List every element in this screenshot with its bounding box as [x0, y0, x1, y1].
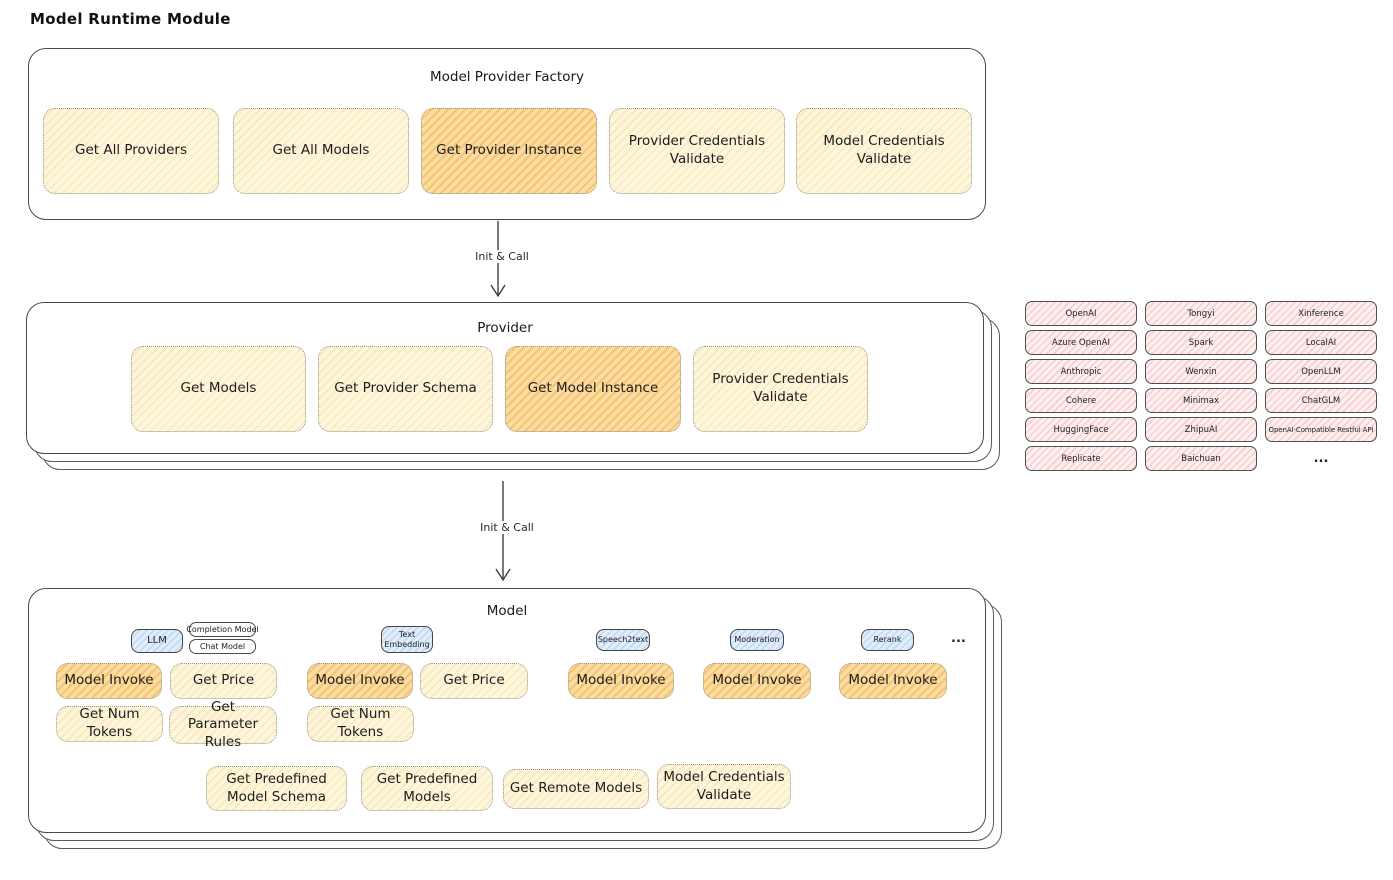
provider-pill-openai-compatible-restful-api: OpenAI-Compatible Restful API [1265, 417, 1377, 442]
llm-model-invoke-button: Model Invoke [56, 663, 162, 699]
provider-pill-cohere: Cohere [1025, 388, 1137, 413]
provider-list-ellipsis: ... [1313, 451, 1329, 466]
tab-moderation: Moderation [730, 629, 784, 651]
provider-pill-azure-openai: Azure OpenAI [1025, 330, 1137, 355]
provider-list: OpenAI Tongyi Xinference Azure OpenAI Sp… [1025, 301, 1377, 471]
provider-pill-minimax: Minimax [1145, 388, 1257, 413]
model-provider-factory-title: Model Provider Factory [429, 69, 584, 85]
get-models-button: Get Models [131, 346, 306, 432]
provider-box-title: Provider [477, 320, 533, 336]
provider-credentials-validate-button-2: Provider Credentials Validate [693, 346, 868, 432]
text-embedding-get-num-tokens-button: Get Num Tokens [307, 706, 414, 742]
provider-pill-openai: OpenAI [1025, 301, 1137, 326]
model-provider-factory-box: Model Provider Factory Get All Providers… [28, 48, 986, 220]
tab-speech2text: Speech2text [596, 629, 650, 651]
provider-credentials-validate-button: Provider Credentials Validate [609, 108, 785, 194]
tab-chat-model: Chat Model [189, 639, 256, 654]
model-box-title: Model [486, 603, 528, 619]
tab-llm: LLM [131, 629, 183, 653]
provider-pill-anthropic: Anthropic [1025, 359, 1137, 384]
llm-get-parameter-rules-button: Get Parameter Rules [169, 699, 277, 750]
moderation-model-invoke-button: Model Invoke [703, 663, 811, 699]
get-predefined-models-button: Get Predefined Models [361, 766, 493, 811]
provider-pill-replicate: Replicate [1025, 446, 1137, 471]
tab-text-embedding: Text Embedding [381, 626, 433, 653]
provider-pill-wenxin: Wenxin [1145, 359, 1257, 384]
provider-pill-spark: Spark [1145, 330, 1257, 355]
provider-pill-chatglm: ChatGLM [1265, 388, 1377, 413]
provider-pill-zhipuai: ZhipuAI [1145, 417, 1257, 442]
tab-rerank: Rerank [861, 629, 914, 651]
model-credentials-validate-button: Model Credentials Validate [796, 108, 972, 194]
speech2text-model-invoke-button: Model Invoke [568, 663, 674, 699]
model-box: Model LLM Completion Model Chat Model Te… [28, 588, 986, 833]
get-predefined-model-schema-button: Get Predefined Model Schema [206, 766, 347, 811]
text-embedding-get-price-button: Get Price [420, 663, 528, 699]
llm-get-price-button: Get Price [170, 663, 277, 699]
provider-pill-huggingface: HuggingFace [1025, 417, 1137, 442]
get-all-models-button: Get All Models [233, 108, 409, 194]
provider-pill-localai: LocalAI [1265, 330, 1377, 355]
get-model-instance-button: Get Model Instance [505, 346, 681, 432]
model-credentials-validate-button-2: Model Credentials Validate [657, 764, 791, 809]
rerank-model-invoke-button: Model Invoke [839, 663, 947, 699]
get-all-providers-button: Get All Providers [43, 108, 219, 194]
provider-pill-xinference: Xinference [1265, 301, 1377, 326]
get-remote-models-button: Get Remote Models [503, 769, 649, 809]
text-embedding-model-invoke-button: Model Invoke [307, 663, 413, 699]
provider-pill-openllm: OpenLLM [1265, 359, 1377, 384]
provider-pill-tongyi: Tongyi [1145, 301, 1257, 326]
tab-completion-model: Completion Model [186, 622, 259, 637]
init-call-label-2: Init & Call [463, 521, 551, 534]
get-provider-schema-button: Get Provider Schema [318, 346, 493, 432]
model-tabs-ellipsis: ... [951, 631, 966, 646]
provider-box: Provider Get Models Get Provider Schema … [26, 302, 984, 454]
get-provider-instance-button: Get Provider Instance [421, 108, 597, 194]
provider-pill-baichuan: Baichuan [1145, 446, 1257, 471]
llm-get-num-tokens-button: Get Num Tokens [56, 706, 163, 742]
page-title: Model Runtime Module [30, 10, 231, 28]
init-call-label-1: Init & Call [458, 250, 546, 263]
